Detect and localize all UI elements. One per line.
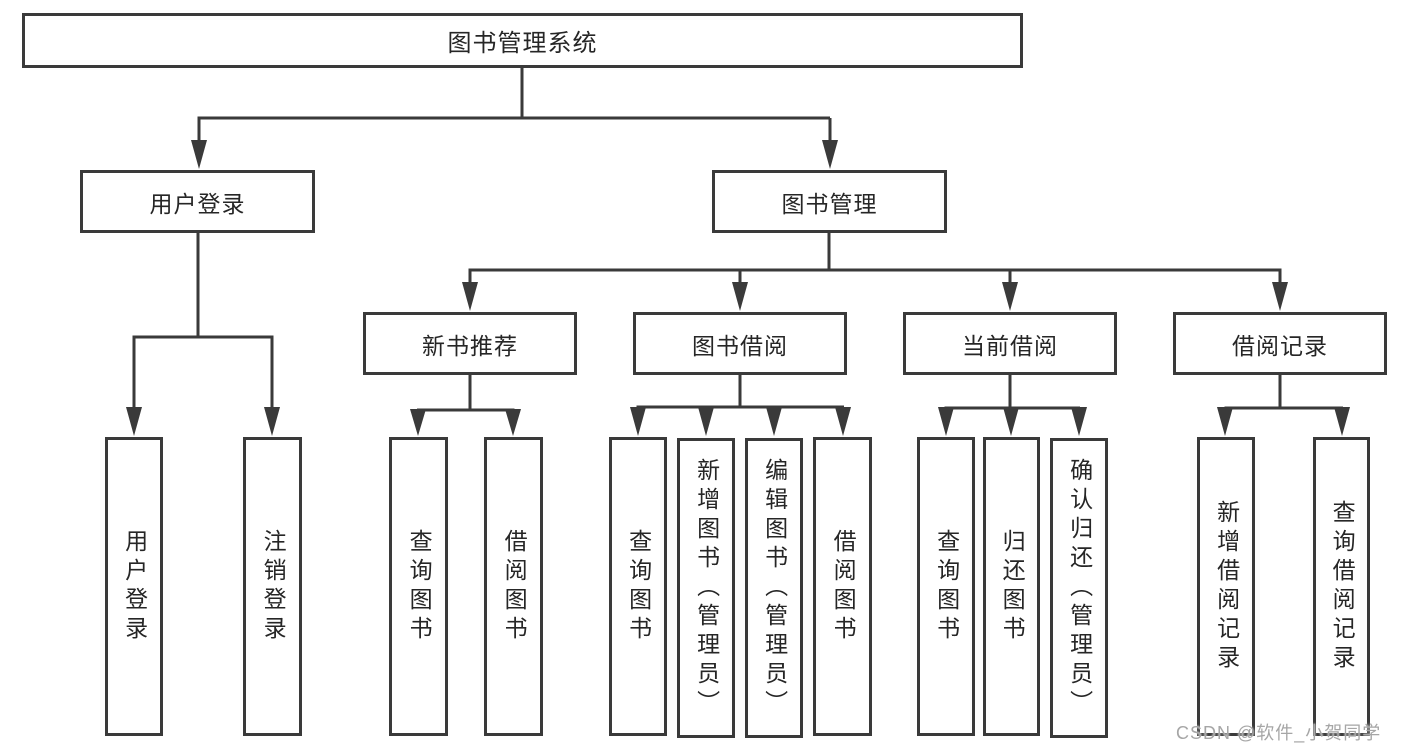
node-borrow-records: 借阅记录	[1173, 312, 1387, 375]
node-label: 新书推荐	[422, 332, 518, 359]
node-label: 查询图书	[933, 528, 960, 645]
node-book-management-group: 图书管理	[712, 170, 947, 233]
node-label: 借阅图书	[830, 528, 857, 645]
watermark: CSDN @软件_小贺同学	[1176, 723, 1382, 743]
leaf-borrow-book-recommend: 借阅图书	[484, 437, 543, 736]
leaf-query-book-borrow: 查询图书	[609, 437, 667, 736]
leaf-query-book-recommend: 查询图书	[389, 437, 448, 736]
node-label: 用户登录	[149, 190, 246, 217]
node-current-borrow: 当前借阅	[903, 312, 1117, 375]
node-label: 查询借阅记录	[1329, 499, 1356, 674]
node-user-login-group: 用户登录	[80, 170, 315, 233]
node-new-book-recommend: 新书推荐	[363, 312, 577, 375]
leaf-query-book-current: 查询图书	[917, 437, 975, 736]
node-label: 借阅记录	[1232, 332, 1328, 359]
node-label: 图书管理	[781, 190, 878, 217]
leaf-user-login: 用户登录	[105, 437, 163, 736]
node-label: 用户登录	[121, 528, 148, 645]
node-label: 查询图书	[406, 528, 433, 645]
leaf-logout-login: 注销登录	[243, 437, 302, 736]
leaf-query-borrow-record: 查询借阅记录	[1313, 437, 1370, 736]
leaf-borrow-book: 借阅图书	[813, 437, 872, 736]
node-library-management-system: 图书管理系统	[22, 13, 1023, 68]
node-label: 查询图书	[625, 528, 652, 645]
node-label: 图书借阅	[692, 332, 788, 359]
leaf-edit-book-admin: 编辑图书（管理员）	[745, 438, 803, 738]
node-label: 确认归还（管理员）	[1066, 457, 1093, 719]
node-label: 归还图书	[999, 528, 1026, 645]
node-book-borrow: 图书借阅	[633, 312, 847, 375]
node-label: 注销登录	[260, 528, 287, 645]
node-label: 当前借阅	[962, 332, 1058, 359]
node-label: 新增借阅记录	[1213, 499, 1240, 674]
leaf-add-book-admin: 新增图书（管理员）	[677, 438, 735, 738]
leaf-add-borrow-record: 新增借阅记录	[1197, 437, 1255, 736]
node-label: 图书管理系统	[447, 30, 598, 57]
leaf-confirm-return-admin: 确认归还（管理员）	[1050, 438, 1108, 738]
node-label: 新增图书（管理员）	[693, 457, 720, 719]
leaf-return-book: 归还图书	[983, 437, 1040, 736]
node-label: 编辑图书（管理员）	[761, 457, 788, 719]
node-label: 借阅图书	[501, 528, 528, 645]
